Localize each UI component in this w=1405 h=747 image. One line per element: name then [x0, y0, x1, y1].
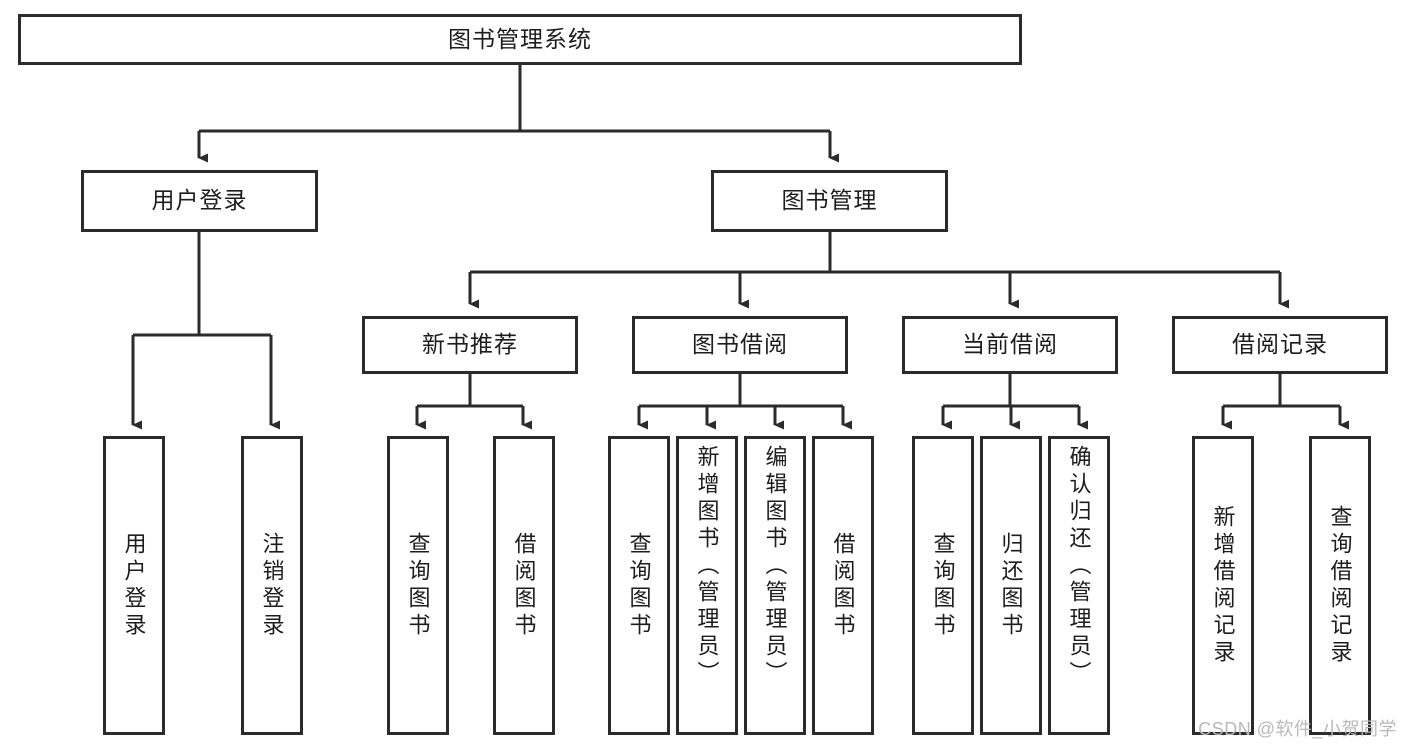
node-leaf-add-borrow-record[interactable]: 新增借阅记录 [1192, 436, 1254, 735]
node-leaf-query-book-1[interactable]: 查询图书 [387, 436, 449, 735]
node-book-management-system[interactable]: 图书管理系统 [18, 14, 1022, 65]
node-label: 当前借阅 [962, 331, 1058, 358]
node-new-book-recommendation[interactable]: 新书推荐 [362, 316, 578, 374]
node-leaf-edit-book-admin[interactable]: 编辑图书（管理员） [744, 436, 806, 735]
node-current-borrow[interactable]: 当前借阅 [902, 316, 1118, 374]
node-leaf-query-borrow-record[interactable]: 查询借阅记录 [1309, 436, 1371, 735]
node-label: 借阅记录 [1232, 331, 1328, 358]
node-label: 借阅图书 [830, 531, 856, 640]
node-book-borrow[interactable]: 图书借阅 [632, 316, 848, 374]
node-label: 借阅图书 [511, 531, 537, 640]
node-label: 编辑图书（管理员） [762, 445, 788, 688]
node-user-login[interactable]: 用户登录 [81, 170, 318, 232]
node-label: 新增图书（管理员） [694, 445, 720, 688]
node-borrow-record[interactable]: 借阅记录 [1172, 316, 1388, 374]
node-label: 归还图书 [998, 531, 1024, 640]
node-leaf-add-book-admin[interactable]: 新增图书（管理员） [676, 436, 738, 735]
node-label: 新增借阅记录 [1210, 504, 1236, 667]
node-label: 注销登录 [259, 531, 285, 640]
node-label: 用户登录 [151, 187, 248, 214]
node-label: 新书推荐 [422, 331, 518, 358]
node-label: 确认归还（管理员） [1066, 445, 1092, 688]
node-leaf-borrow-book-1[interactable]: 借阅图书 [493, 436, 555, 735]
node-label: 查询借阅记录 [1327, 504, 1353, 667]
node-leaf-user-login[interactable]: 用户登录 [103, 436, 165, 735]
node-label: 查询图书 [626, 531, 652, 640]
node-leaf-return-book[interactable]: 归还图书 [980, 436, 1042, 735]
node-leaf-confirm-return-admin[interactable]: 确认归还（管理员） [1048, 436, 1110, 735]
node-label: 查询图书 [930, 531, 956, 640]
node-leaf-query-book-2[interactable]: 查询图书 [608, 436, 670, 735]
node-label: 查询图书 [405, 531, 431, 640]
node-label: 图书管理系统 [448, 25, 592, 52]
node-book-manage[interactable]: 图书管理 [711, 170, 948, 232]
node-label: 用户登录 [121, 531, 147, 640]
node-label: 图书借阅 [692, 331, 788, 358]
csdn-watermark: CSDN @软件_小贺同学 [1198, 719, 1397, 739]
node-leaf-user-logout[interactable]: 注销登录 [241, 436, 303, 735]
node-label: 图书管理 [781, 187, 878, 214]
node-leaf-query-book-3[interactable]: 查询图书 [912, 436, 974, 735]
node-leaf-borrow-book-2[interactable]: 借阅图书 [812, 436, 874, 735]
